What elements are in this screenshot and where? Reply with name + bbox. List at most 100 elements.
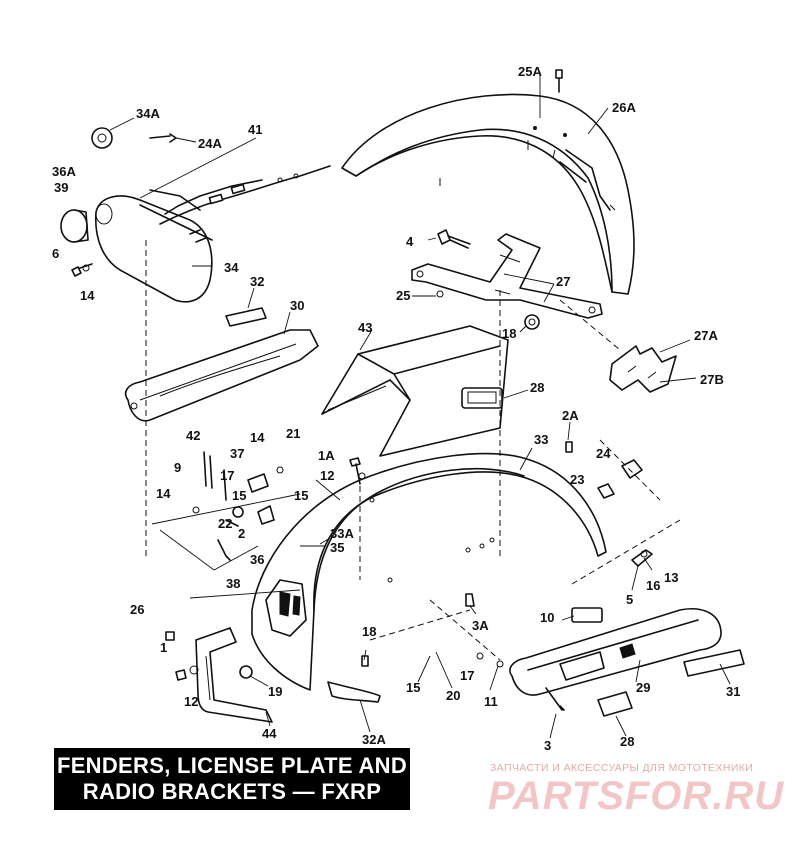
- callout-27: 27: [556, 274, 570, 289]
- front-fender-26a: [341, 93, 635, 295]
- callout-17-low: 17: [460, 668, 474, 683]
- callout-3a: 3A: [472, 618, 489, 633]
- callout-21: 21: [286, 426, 300, 441]
- callout-1a: 1A: [318, 448, 335, 463]
- callout-37: 37: [230, 446, 244, 461]
- callout-44: 44: [262, 726, 277, 741]
- screw-3: [545, 687, 565, 711]
- callout-11: 11: [484, 694, 498, 709]
- callout-15-right: 15: [294, 488, 308, 503]
- callout-29: 29: [636, 680, 650, 695]
- screw-3a: [465, 593, 475, 607]
- screw-25a: [555, 69, 563, 93]
- callout-19: 19: [268, 684, 282, 699]
- callout-labels: 25A 26A 34A 24A 41 36A 39 6 14 34 4 27 2…: [52, 64, 740, 753]
- tail-lamp: [265, 579, 307, 637]
- callout-4: 4: [406, 234, 414, 249]
- bumper-23: [597, 483, 615, 499]
- callout-18-low: 18: [362, 624, 376, 639]
- bumper-24: [621, 459, 643, 479]
- washer-17-lower: [476, 652, 484, 660]
- screw-26: [165, 631, 175, 641]
- fender-bracket-27: [411, 233, 603, 319]
- cap-36a-39: [60, 209, 89, 243]
- washer-12-upper: [358, 472, 366, 480]
- bracket-32a: [327, 681, 381, 703]
- washer-25: [436, 290, 444, 298]
- callout-35: 35: [330, 540, 344, 555]
- callout-36: 36: [250, 552, 264, 567]
- diagram-title: FENDERS, LICENSE PLATE AND RADIO BRACKET…: [54, 748, 410, 810]
- screw-2a: [565, 441, 573, 453]
- callout-1: 1: [160, 640, 167, 655]
- lamp-28-lower: [597, 691, 633, 717]
- hardware-13-16-5: [631, 549, 653, 567]
- callout-18: 18: [502, 326, 516, 341]
- callout-15: 15: [232, 488, 246, 503]
- callout-24a: 24A: [198, 136, 222, 151]
- callout-42: 42: [186, 428, 200, 443]
- bolt-4: [437, 229, 471, 249]
- callout-9: 9: [174, 460, 181, 475]
- callout-14: 14: [80, 288, 95, 303]
- screw-1a: [349, 457, 361, 485]
- callout-34a: 34A: [136, 106, 160, 121]
- watermark-logo: PARTSFOR.RU: [488, 774, 785, 818]
- callout-28-low: 28: [620, 734, 634, 749]
- fender-support-43: [321, 325, 509, 457]
- callout-34: 34: [224, 260, 239, 275]
- callout-13: 13: [664, 570, 678, 585]
- callout-20: 20: [446, 688, 460, 703]
- callout-10: 10: [540, 610, 554, 625]
- callout-6: 6: [52, 246, 59, 261]
- callout-39: 39: [54, 180, 68, 195]
- callout-33: 33: [534, 432, 548, 447]
- rail-44: [195, 627, 273, 723]
- callout-41: 41: [248, 122, 262, 137]
- callout-14-low: 14: [156, 486, 171, 501]
- callout-12-low: 12: [184, 694, 198, 709]
- bracket-outline-36: [151, 493, 301, 571]
- callout-33a: 33A: [330, 526, 354, 541]
- washer-11: [496, 660, 504, 668]
- hardware-cluster-left: [192, 451, 284, 561]
- wiring-harness-41: [159, 165, 331, 243]
- strip-31: [683, 649, 745, 677]
- pin-24a: [149, 133, 177, 143]
- callout-25a: 25A: [518, 64, 542, 79]
- title-line-2: RADIO BRACKETS — FXRP: [82, 779, 382, 804]
- callout-27b: 27B: [700, 372, 724, 387]
- watermark-tagline: ЗАПЧАСТИ И АКСЕССУАРЫ ДЛЯ МОТОТЕХНИКИ: [490, 762, 754, 774]
- callout-26: 26: [130, 602, 144, 617]
- rail-29: [509, 608, 722, 696]
- leader-lines: [109, 72, 731, 739]
- callout-16: 16: [646, 578, 660, 593]
- lamp-28-upper: [461, 387, 503, 409]
- callout-31: 31: [726, 684, 740, 699]
- callout-17: 17: [220, 468, 234, 483]
- screw-6: [71, 263, 93, 277]
- lamp-10: [571, 607, 603, 623]
- title-line-1: FENDERS, LICENSE PLATE AND: [56, 753, 408, 778]
- callout-24: 24: [596, 446, 611, 461]
- callout-25: 25: [396, 288, 410, 303]
- washer-14-left: [82, 264, 90, 272]
- callout-30: 30: [290, 298, 304, 313]
- centerlines: [145, 240, 681, 661]
- callout-28: 28: [530, 380, 544, 395]
- callout-27a: 27A: [694, 328, 718, 343]
- callout-36a: 36A: [52, 164, 76, 179]
- callout-32: 32: [250, 274, 264, 289]
- grommet-19: [239, 665, 253, 679]
- nut-18-lower: [361, 655, 369, 667]
- screw-1: [175, 669, 187, 681]
- callout-23: 23: [570, 472, 584, 487]
- callout-22: 22: [218, 516, 232, 531]
- callout-14-mid: 14: [250, 430, 265, 445]
- callout-43: 43: [358, 320, 372, 335]
- callout-2: 2: [238, 526, 245, 541]
- callout-12: 12: [320, 468, 334, 483]
- callout-5: 5: [626, 592, 633, 607]
- belt-guard-30: [124, 329, 319, 422]
